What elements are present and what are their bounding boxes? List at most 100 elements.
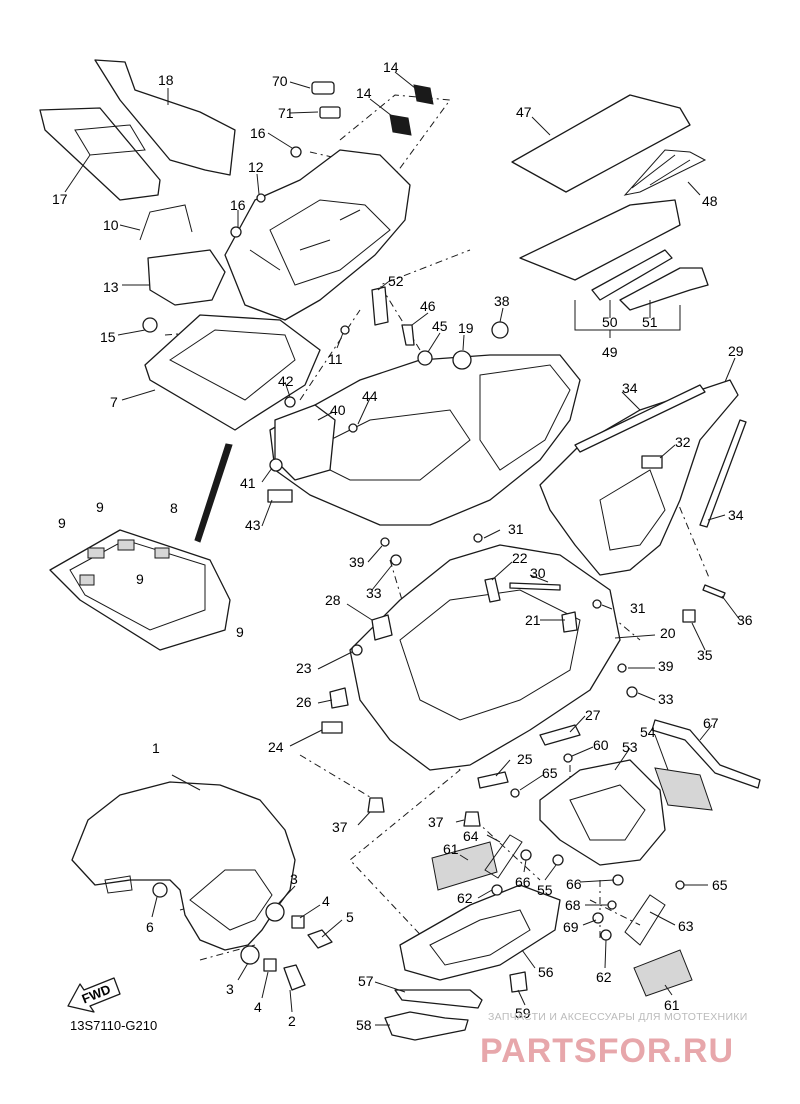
callout-34-lower: 34	[728, 507, 744, 523]
callout-52: 52	[388, 273, 404, 289]
part-tool-tray	[519, 199, 681, 281]
part-62-nut-b	[600, 929, 612, 941]
callout-28: 28	[325, 592, 341, 608]
callout-49: 49	[602, 344, 618, 360]
callout-10: 10	[103, 217, 119, 233]
part-61-reflector-b	[633, 949, 693, 997]
part-20-inner-fender	[349, 544, 621, 771]
part-64-bracket	[484, 834, 523, 879]
callout-20: 20	[660, 625, 676, 641]
part-30-screw	[509, 582, 561, 591]
part-shapes	[39, 59, 761, 1041]
part-29-tail-cowl	[539, 379, 739, 576]
callout-22: 22	[512, 550, 528, 566]
callout-16-upper: 16	[250, 125, 266, 141]
part-37-grommet-b	[463, 811, 481, 827]
callout-26: 26	[296, 694, 312, 710]
part-14-clip-upper	[413, 84, 434, 105]
callout-11: 11	[328, 351, 343, 367]
callout-13: 13	[103, 279, 119, 295]
callout-51: 51	[642, 314, 658, 330]
part-55-nut	[552, 854, 564, 866]
callout-48: 48	[702, 193, 718, 209]
part-44-screw	[348, 423, 358, 433]
callout-9-a: 9	[58, 515, 66, 531]
callout-62-upper: 62	[457, 890, 473, 906]
part-34-strip-right	[699, 419, 747, 528]
part-1-front-fender	[71, 781, 296, 951]
callout-45: 45	[432, 318, 448, 334]
watermark-tagline: ЗАПЧАСТИ И АКСЕССУАРЫ ДЛЯ МОТОТЕХНИКИ	[488, 1011, 748, 1023]
callout-labels: 18 17 10 13 15 7 70 71 14 14 16 16 12 52…	[52, 59, 753, 1033]
part-rear-fender-upper	[224, 149, 411, 321]
part-4-spacer-upper	[291, 915, 305, 929]
callout-30: 30	[530, 565, 546, 581]
callout-3-upper: 3	[290, 871, 298, 887]
callout-2: 2	[288, 1013, 296, 1029]
part-16-screw-a	[290, 146, 302, 158]
callout-19: 19	[458, 320, 474, 336]
part-66-nut-a	[520, 849, 532, 861]
callout-21: 21	[525, 612, 541, 628]
fwd-arrow-icon	[67, 977, 121, 1013]
part-33-nut-b	[626, 686, 638, 698]
part-54-reflector	[654, 767, 713, 811]
callout-23: 23	[296, 660, 312, 676]
part-58-bracket	[384, 1011, 469, 1041]
part-7-storage-tray	[144, 314, 321, 431]
part-59-clip	[509, 971, 528, 993]
part-68-washer	[607, 900, 617, 910]
callout-7: 7	[110, 394, 118, 410]
callout-46: 46	[420, 298, 436, 314]
callout-38: 38	[494, 293, 510, 309]
part-69-nut	[592, 912, 604, 924]
callout-42: 42	[278, 373, 294, 389]
callout-50: 50	[602, 314, 618, 330]
callout-37-right: 37	[428, 814, 444, 830]
watermark-brand: PARTSFOR.RU	[480, 1032, 734, 1070]
leader-lines	[64, 71, 741, 1026]
callout-70: 70	[272, 73, 288, 89]
diagram-code: 13S7110-G210	[70, 1018, 157, 1033]
part-65-screw-b	[675, 880, 685, 890]
callout-60: 60	[593, 737, 609, 753]
callout-53: 53	[622, 739, 638, 755]
callout-36: 36	[737, 612, 753, 628]
callout-14-upper: 14	[383, 59, 399, 75]
part-41-nut	[269, 458, 283, 472]
callout-4-lower: 4	[254, 999, 262, 1015]
part-16-screw-b	[230, 226, 242, 238]
callout-35: 35	[697, 647, 713, 663]
callout-29: 29	[728, 343, 744, 359]
callout-6: 6	[146, 919, 154, 935]
callout-12: 12	[248, 159, 264, 175]
part-52-clip	[371, 286, 389, 326]
part-27-plate	[539, 724, 581, 746]
part-39-screw-b	[617, 663, 627, 673]
callout-24: 24	[268, 739, 284, 755]
callout-41: 41	[240, 475, 256, 491]
callout-39-lower: 39	[658, 658, 674, 674]
part-15-bolt	[142, 317, 158, 333]
callout-5: 5	[346, 909, 354, 925]
callout-64: 64	[463, 828, 479, 844]
callout-71: 71	[278, 105, 294, 121]
part-36-pin	[702, 584, 726, 599]
part-33-nut-a	[390, 554, 402, 566]
part-53-license-bracket	[539, 759, 666, 866]
callout-31-upper: 31	[508, 521, 524, 537]
part-70-pad	[311, 81, 335, 95]
part-42-nut	[284, 396, 296, 408]
callout-9-c: 9	[136, 571, 144, 587]
part-67-bracket	[651, 719, 761, 789]
part-43-block	[267, 489, 293, 503]
callout-3-lower: 3	[226, 981, 234, 997]
part-46-bolt	[401, 324, 415, 346]
part-22-clip	[484, 577, 501, 603]
part-66-nut-b	[612, 874, 624, 886]
callout-16-lower: 16	[230, 197, 246, 213]
part-34-strip-upper	[574, 384, 706, 453]
callout-61-lower: 61	[664, 997, 680, 1013]
part-32-tag	[641, 455, 663, 469]
